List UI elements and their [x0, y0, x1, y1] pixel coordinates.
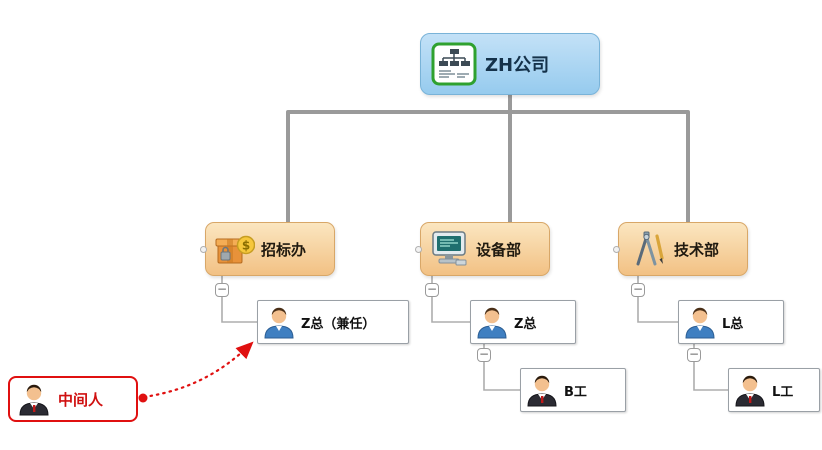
dept-bidding-label: 招标办 [261, 240, 307, 259]
arrow-origin-dot [138, 393, 148, 403]
node-person-l2[interactable]: L工 [728, 368, 820, 412]
person-dark-suit-icon [18, 382, 50, 416]
node-person-b[interactable]: B工 [520, 368, 626, 412]
person-blue-shirt-icon [476, 305, 508, 339]
person-z-label: Z总 [514, 316, 537, 332]
computer-icon [430, 230, 470, 268]
node-person-z-concurrent[interactable]: Z总（兼任） [257, 300, 409, 344]
node-dept-bidding[interactable]: $ 招标办 [205, 222, 335, 276]
person-b-label: B工 [564, 384, 587, 400]
org-chart-board-icon [431, 41, 477, 87]
dept-technology-label: 技术部 [674, 240, 720, 259]
package-money-icon: $ [215, 230, 255, 268]
node-person-z[interactable]: Z总 [470, 300, 576, 344]
person-blue-shirt-icon [684, 305, 716, 339]
svg-text:$: $ [242, 239, 250, 253]
person-blue-shirt-icon [263, 305, 295, 339]
node-dept-equipment[interactable]: 设备部 [420, 222, 550, 276]
collapse-button-person-z[interactable]: − [477, 347, 491, 362]
person-dark-suit-icon [526, 373, 558, 407]
middleman-label: 中间人 [58, 390, 104, 409]
company-label: ZH公司 [485, 55, 550, 76]
tree-connector-main [286, 110, 690, 222]
connector-handle-bidding[interactable] [200, 246, 207, 253]
collapse-button-equipment[interactable]: − [425, 282, 439, 297]
middleman-arrow [142, 341, 254, 399]
connector-handle-equipment[interactable] [415, 246, 422, 253]
collapse-button-bidding[interactable]: − [215, 282, 229, 297]
dept-equipment-label: 设备部 [476, 240, 522, 259]
node-person-l[interactable]: L总 [678, 300, 784, 344]
person-dark-suit-icon [734, 373, 766, 407]
node-company[interactable]: ZH公司 [420, 33, 600, 95]
node-dept-technology[interactable]: 技术部 [618, 222, 748, 276]
node-middleman[interactable]: 中间人 [8, 376, 138, 422]
person-l2-label: L工 [772, 384, 794, 400]
collapse-button-person-l[interactable]: − [687, 347, 701, 362]
drafting-tools-icon [628, 230, 668, 268]
person-z-concurrent-label: Z总（兼任） [301, 316, 376, 332]
person-l-label: L总 [722, 316, 744, 332]
connector-handle-technology[interactable] [613, 246, 620, 253]
collapse-button-technology[interactable]: − [631, 282, 645, 297]
